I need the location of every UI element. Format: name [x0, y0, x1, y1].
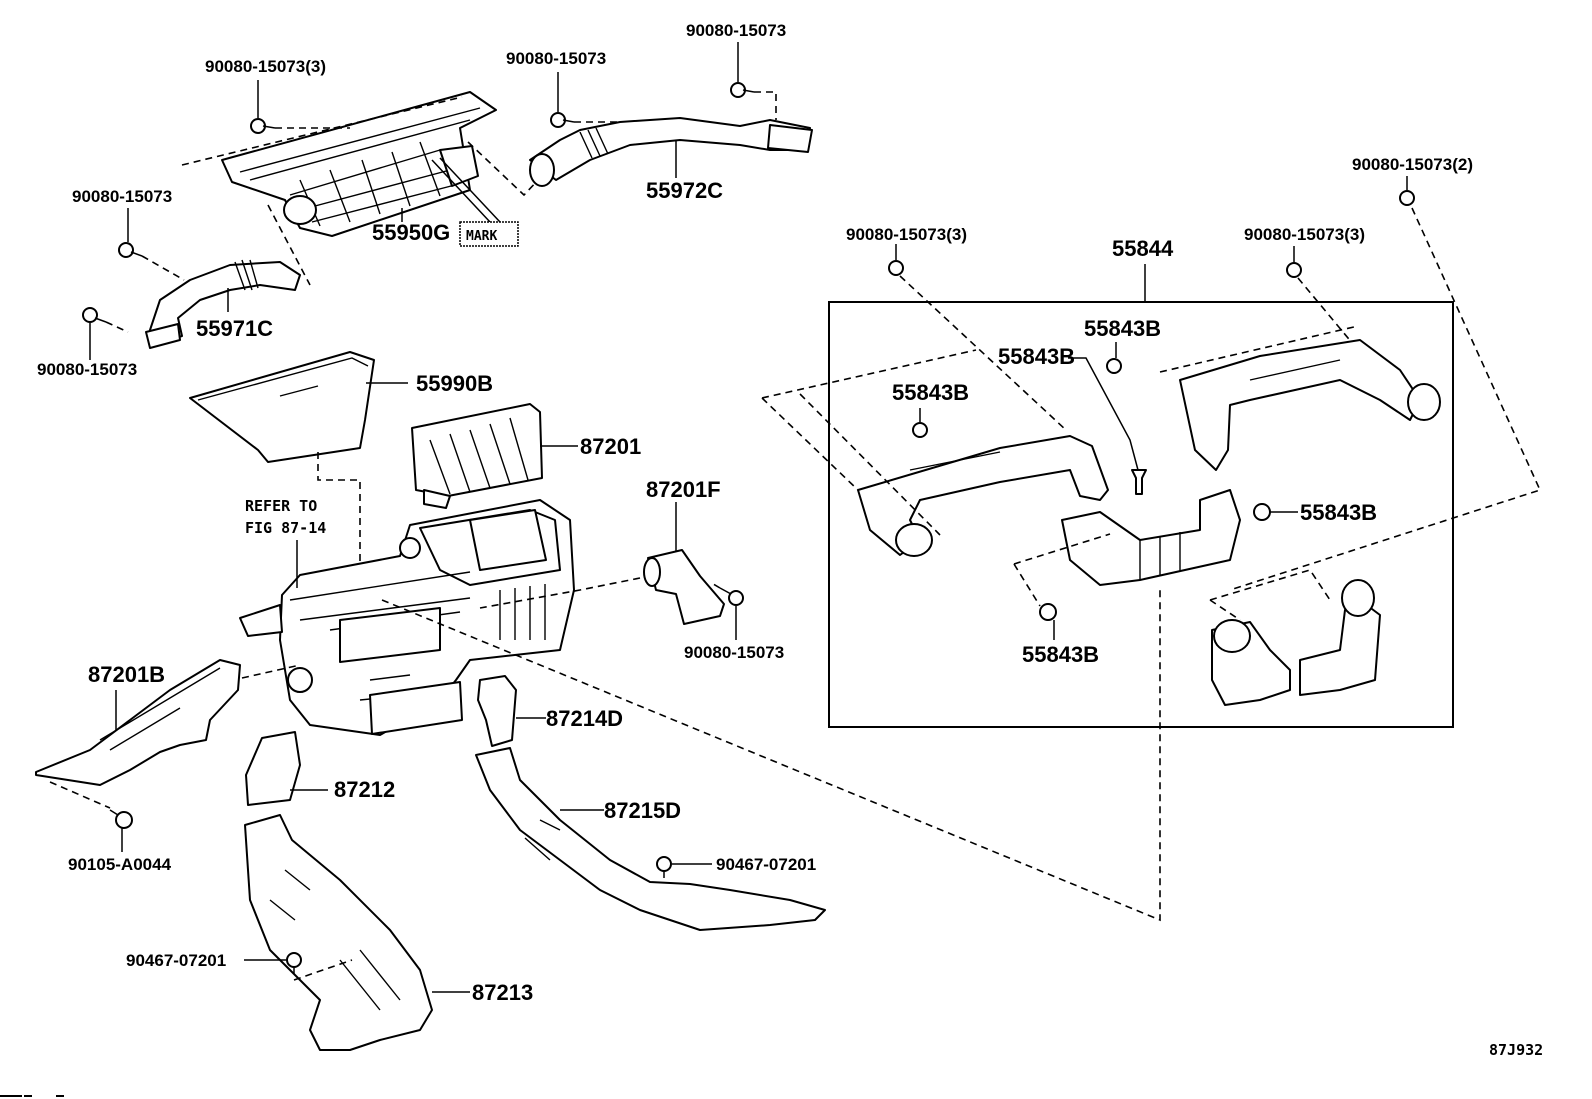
- clip-icon: [1131, 469, 1147, 495]
- callout-c29: 55843B: [1084, 316, 1161, 341]
- leader-bolt-c9: [105, 321, 129, 333]
- part-duct-center: [1061, 489, 1241, 586]
- clip-icon: [286, 952, 302, 974]
- callout-c9: 90080-15073: [37, 360, 137, 379]
- clip-icon: [912, 422, 928, 438]
- bolt-icon: [1399, 190, 1415, 206]
- callout-c13: FIG 87-14: [245, 519, 326, 537]
- clip-icon: [656, 856, 672, 878]
- part-duct-outlets: [1211, 579, 1381, 706]
- part-55950g-duct: [221, 91, 497, 237]
- leader-duct-center: [1013, 533, 1111, 607]
- callout-c22: 90467-07201: [126, 951, 226, 970]
- part-55972c-duct: [529, 117, 813, 187]
- callout-c5: 90080-15073: [72, 187, 172, 206]
- leader-87201f: [479, 577, 641, 609]
- part-87201b-duct: [35, 659, 241, 786]
- callout-c7: MARK: [466, 229, 497, 244]
- leader-heater-to-55844: [381, 590, 1161, 922]
- part-87212-duct: [245, 731, 301, 806]
- part-87201-cover: [411, 403, 543, 509]
- part-heater-unit: [239, 499, 575, 736]
- clip-icon: [1106, 358, 1122, 374]
- part-duct-right: [1179, 339, 1441, 471]
- figure-code: 87J932: [1489, 1041, 1543, 1059]
- mark-box: [459, 221, 519, 247]
- callout-c19: 90105-A0044: [68, 855, 172, 874]
- bolt-icon: [888, 260, 904, 276]
- leader-bolt-c5: [141, 255, 185, 281]
- part-duct-left: [857, 435, 1109, 557]
- callout-line-c28: [1068, 357, 1139, 471]
- callout-c31: 55843B: [1300, 500, 1377, 525]
- leader-55950g-top: [181, 96, 463, 166]
- leader-duct-outlets: [1209, 569, 1331, 621]
- bolt-icon: [82, 307, 107, 323]
- leader-bolt-c15: [709, 581, 721, 589]
- callout-c12: REFER TO: [245, 497, 317, 515]
- callout-c6: 55950G: [372, 220, 450, 245]
- callout-c1: 90080-15073(3): [205, 57, 326, 76]
- part-87201f-duct: [643, 549, 725, 625]
- callout-c15: 90080-15073: [684, 643, 784, 662]
- bolt-icon: [250, 118, 276, 134]
- part-87214d-duct: [477, 675, 517, 747]
- callout-c25: 90080-15073(3): [846, 225, 967, 244]
- callout-c4: 55972C: [646, 178, 723, 203]
- callout-c18: 87212: [334, 777, 395, 802]
- leader-duct-left: [761, 349, 977, 536]
- part-55971c-duct: [145, 259, 301, 349]
- leader-bolt-c3: [754, 91, 777, 120]
- callout-c21: 90467-07201: [716, 855, 816, 874]
- part-87215d-duct: [475, 747, 826, 931]
- callout-c16: 87201B: [88, 662, 165, 687]
- leader-55950g-side: [267, 204, 311, 286]
- bolt-icon: [550, 112, 575, 128]
- assembly-box-55844: [828, 301, 1454, 728]
- clip-icon: [1253, 503, 1271, 521]
- callout-c23: 87213: [472, 980, 533, 1005]
- leader-55990b: [317, 452, 361, 570]
- leader-bolt-c27: [1297, 277, 1399, 399]
- part-55990b-tray: [189, 351, 375, 463]
- leader-55950g-mark: [467, 141, 541, 197]
- callout-c20: 87215D: [604, 798, 681, 823]
- mark-pointer: [431, 157, 501, 223]
- callout-c30: 55843B: [892, 380, 969, 405]
- part-87213-duct: [244, 814, 433, 1051]
- callout-c14: 87201F: [646, 477, 721, 502]
- callout-c11: 87201: [580, 434, 641, 459]
- callout-c27: 90080-15073(3): [1244, 225, 1365, 244]
- leader-clip-c22: [293, 959, 353, 981]
- bolt-icon: [118, 242, 143, 258]
- callout-c24: 90080-15073(2): [1352, 155, 1473, 174]
- leader-bolt-c25: [899, 275, 1067, 431]
- callout-c17: 87214D: [546, 706, 623, 731]
- leader-duct-right: [1159, 325, 1359, 373]
- callout-c8: 55971C: [196, 316, 273, 341]
- leader-87201b: [241, 664, 301, 679]
- callout-c32: 55843B: [1022, 642, 1099, 667]
- clip-icon: [1039, 603, 1057, 621]
- bolt-icon: [109, 809, 133, 829]
- callout-c28: 55843B: [998, 344, 1075, 369]
- callout-c2: 90080-15073: [506, 49, 606, 68]
- callout-c26: 55844: [1112, 236, 1174, 261]
- callout-c3: 90080-15073: [686, 21, 786, 40]
- bolt-icon: [1286, 262, 1302, 278]
- bolt-icon: [730, 82, 755, 98]
- callout-c10: 55990B: [416, 371, 493, 396]
- bolt-icon: [719, 587, 744, 606]
- leader-bolt-c19: [49, 781, 111, 809]
